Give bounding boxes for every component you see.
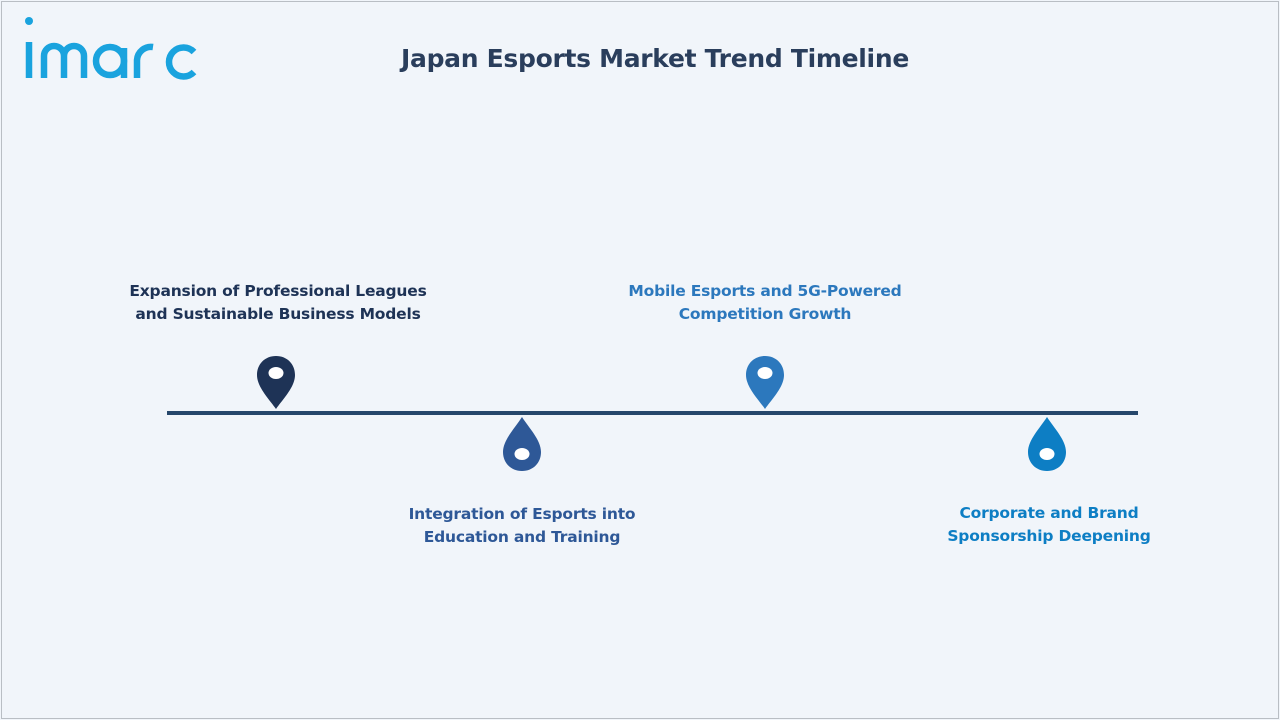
milestone-3-line-1: Mobile Esports and 5G-Powered [628, 282, 902, 300]
page-title: Japan Esports Market Trend Timeline [401, 44, 909, 73]
milestone-2-line-2: Education and Training [423, 528, 621, 546]
milestone-1-line-2: and Sustainable Business Models [135, 305, 421, 323]
map-pin-icon [257, 356, 295, 409]
imarc-logo [25, 17, 197, 80]
milestone-1-label: Expansion of Professional Leagues and Su… [128, 280, 428, 326]
milestone-4-label: Corporate and Brand Sponsorship Deepenin… [899, 502, 1199, 548]
drop-icon [1028, 417, 1066, 471]
milestone-2-line-1: Integration of Esports into [408, 505, 636, 523]
milestone-2-label: Integration of Esports into Education an… [372, 503, 672, 549]
drop-icon [503, 417, 541, 471]
milestone-3-label: Mobile Esports and 5G-Powered Competitio… [615, 280, 915, 326]
milestone-1-line-1: Expansion of Professional Leagues [129, 282, 427, 300]
timeline-line [167, 411, 1138, 415]
milestone-4-line-2: Sponsorship Deepening [947, 527, 1151, 545]
milestone-3-line-2: Competition Growth [678, 305, 852, 323]
map-pin-icon [746, 356, 784, 409]
milestone-4-line-1: Corporate and Brand [959, 504, 1139, 522]
